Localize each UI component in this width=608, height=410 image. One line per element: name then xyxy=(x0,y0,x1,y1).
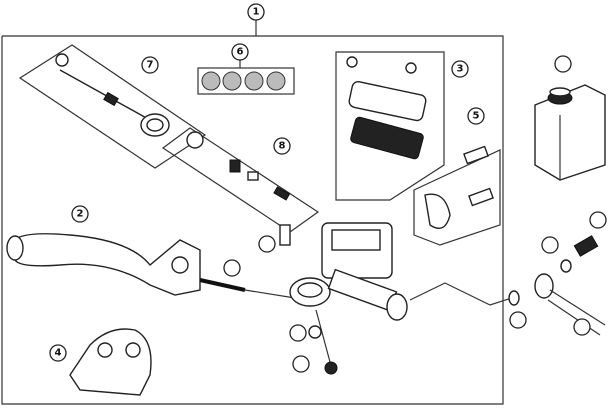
spring-drawing xyxy=(199,278,246,292)
master-cylinder-drawing xyxy=(279,222,408,321)
callout-label: 7 xyxy=(147,60,154,71)
callout-8: 8 xyxy=(273,137,291,155)
callout-1: 1 xyxy=(247,3,265,21)
callout-banjo-bolt xyxy=(589,211,607,229)
lever-drawing xyxy=(6,233,201,296)
clamp-kit-drawing xyxy=(413,145,501,246)
callout-5: 5 xyxy=(467,107,485,125)
hose-drawing xyxy=(508,235,606,336)
hose-line xyxy=(409,282,519,306)
callout-2: 2 xyxy=(71,205,89,223)
callout-label: 1 xyxy=(253,7,260,18)
callout-screw xyxy=(258,235,276,253)
callout-7: 7 xyxy=(141,56,159,74)
callout-hose xyxy=(573,318,591,336)
leader-line xyxy=(244,289,296,299)
callout-fluid-can xyxy=(554,55,572,73)
callout-6: 6 xyxy=(231,43,249,61)
callout-washer-lower xyxy=(292,355,310,373)
callout-label: 4 xyxy=(55,348,62,359)
callout-label: 6 xyxy=(237,47,244,58)
protector-drawing xyxy=(69,328,152,396)
callout-3: 3 xyxy=(451,60,469,78)
callout-nut-lower xyxy=(289,324,307,342)
callout-washer-b xyxy=(509,311,527,329)
callout-washer-a xyxy=(541,236,559,254)
callout-label: 2 xyxy=(77,209,84,220)
callout-pivot-bolt xyxy=(223,259,241,277)
piston-kit-drawing xyxy=(161,127,320,233)
callout-label: 8 xyxy=(279,141,286,152)
callout-label: 5 xyxy=(473,111,480,122)
push-rod-kit-drawing xyxy=(18,44,207,169)
orings-drawing xyxy=(197,60,295,95)
assembly-frame xyxy=(1,20,504,405)
fluid-can-drawing xyxy=(534,84,606,181)
callout-label: 3 xyxy=(457,64,464,75)
lower-hardware-drawing xyxy=(308,309,338,375)
reservoir-cap-kit-drawing xyxy=(335,51,445,201)
callout-4: 4 xyxy=(49,344,67,362)
